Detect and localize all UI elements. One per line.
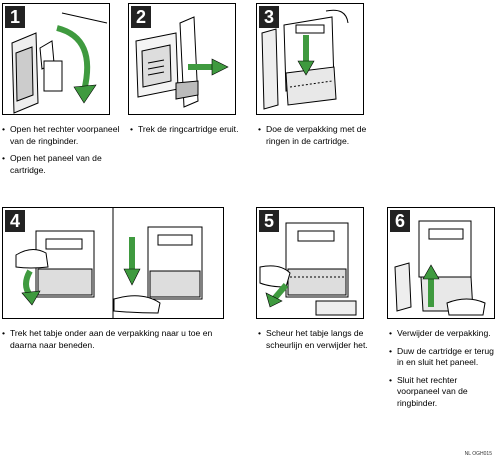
step-6-badge: 6: [395, 211, 405, 231]
step-6-caption: Verwijder de verpakking. Duw de cartridg…: [389, 328, 497, 415]
step-5-badge: 5: [264, 211, 274, 231]
step-1-illustration: 1: [2, 3, 110, 115]
step-3-instruction: Doe de verpakking met de ringen in de ca…: [258, 124, 376, 147]
document-code: NL OGH015: [464, 451, 492, 457]
step-1-caption: Open het rechter voorpaneel van de ringb…: [2, 124, 120, 182]
step-5-caption: Scheur het tabje langs de scheurlijn en …: [258, 328, 384, 357]
step-6-instruction: Verwijder de verpakking.: [389, 328, 497, 340]
step-5-instruction: Scheur het tabje langs de scheurlijn en …: [258, 328, 384, 351]
step-5-illustration: 5: [256, 207, 364, 319]
step-4-caption: Trek het tabje onder aan de verpakking n…: [2, 328, 232, 357]
step-3-badge: 3: [264, 7, 274, 27]
step-6-instruction: Sluit het rechter voorpaneel van de ring…: [389, 375, 497, 410]
step-4-badge: 4: [10, 211, 20, 231]
step-4-illustration: 4: [2, 207, 224, 319]
step-1-badge: 1: [10, 7, 20, 27]
step-2-badge: 2: [136, 7, 146, 27]
step-2-instruction: Trek de ringcartridge eruit.: [130, 124, 248, 136]
step-2-illustration: 2: [128, 3, 236, 115]
step-1-instruction: Open het rechter voorpaneel van de ringb…: [2, 124, 120, 147]
step-6-illustration: 6: [387, 207, 495, 319]
step-6-instruction: Duw de cartridge er terug in en sluit he…: [389, 346, 497, 369]
step-4-instruction: Trek het tabje onder aan de verpakking n…: [2, 328, 232, 351]
step-3-illustration: 3: [256, 3, 364, 115]
step-3-caption: Doe de verpakking met de ringen in de ca…: [258, 124, 376, 153]
step-1-instruction: Open het paneel van de cartridge.: [2, 153, 120, 176]
step-2-caption: Trek de ringcartridge eruit.: [130, 124, 248, 142]
